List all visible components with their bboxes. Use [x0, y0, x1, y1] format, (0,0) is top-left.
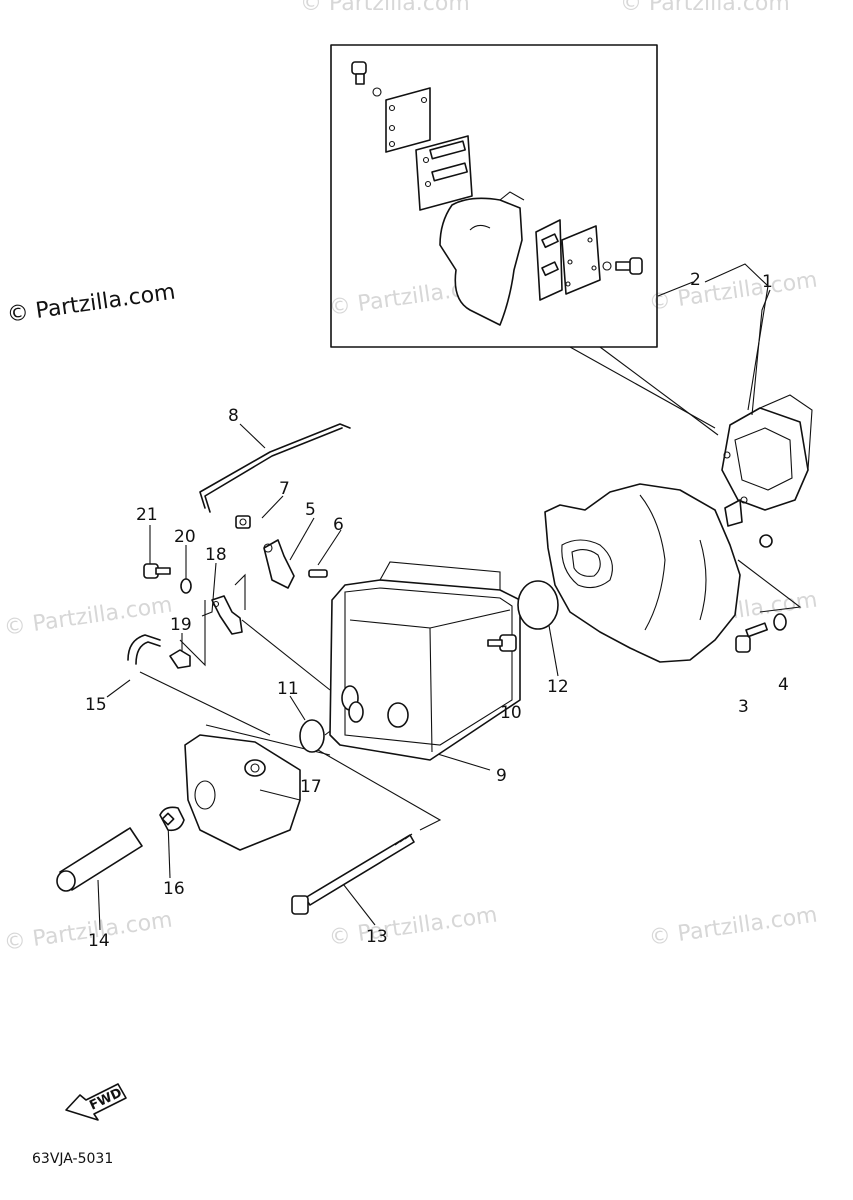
callout-9[interactable]: 9 — [496, 766, 507, 786]
callout-15[interactable]: 15 — [85, 695, 107, 715]
crankcase — [544, 483, 741, 663]
watermark-main: © Partzilla.com — [5, 280, 177, 328]
hose — [199, 423, 351, 513]
long-bolt — [291, 833, 415, 915]
diagram-code: 63VJA-5031 — [32, 1151, 113, 1167]
callout-20[interactable]: 20 — [174, 527, 196, 547]
callout-5[interactable]: 5 — [305, 500, 316, 520]
callout-16[interactable]: 16 — [163, 879, 185, 899]
callout-11[interactable]: 11 — [277, 679, 299, 699]
callout-19[interactable]: 19 — [170, 615, 192, 635]
watermark: © Partzilla.com — [620, 0, 790, 16]
watermark: © Partzilla.com — [300, 0, 470, 16]
callout-4[interactable]: 4 — [778, 675, 789, 695]
callout-2[interactable]: 2 — [690, 270, 701, 290]
callout-21[interactable]: 21 — [136, 505, 158, 525]
callout-1[interactable]: 1 — [762, 272, 773, 292]
callout-3[interactable]: 3 — [738, 697, 749, 717]
callout-18[interactable]: 18 — [205, 545, 227, 565]
watermark: © Partzilla.com — [327, 903, 499, 951]
callout-10[interactable]: 10 — [500, 703, 522, 723]
watermark: © Partzilla.com — [2, 593, 174, 641]
silencer-box — [329, 561, 521, 761]
callout-7[interactable]: 7 — [279, 479, 290, 499]
fwd-arrow-icon: FWD — [65, 1083, 127, 1121]
callout-14[interactable]: 14 — [88, 931, 110, 951]
callout-17[interactable]: 17 — [300, 777, 322, 797]
callout-13[interactable]: 13 — [366, 927, 388, 947]
callout-6[interactable]: 6 — [333, 515, 344, 535]
reed-valve-inset — [330, 44, 719, 436]
reed-valve-assembly — [721, 394, 813, 548]
callout-12[interactable]: 12 — [547, 677, 569, 697]
callout-group: 1 2 3 4 5 6 7 8 9 10 11 12 13 14 15 16 1… — [85, 270, 789, 951]
watermark: © Partzilla.com — [647, 903, 819, 951]
callout-8[interactable]: 8 — [228, 406, 239, 426]
watermark: © Partzilla.com — [647, 268, 819, 316]
